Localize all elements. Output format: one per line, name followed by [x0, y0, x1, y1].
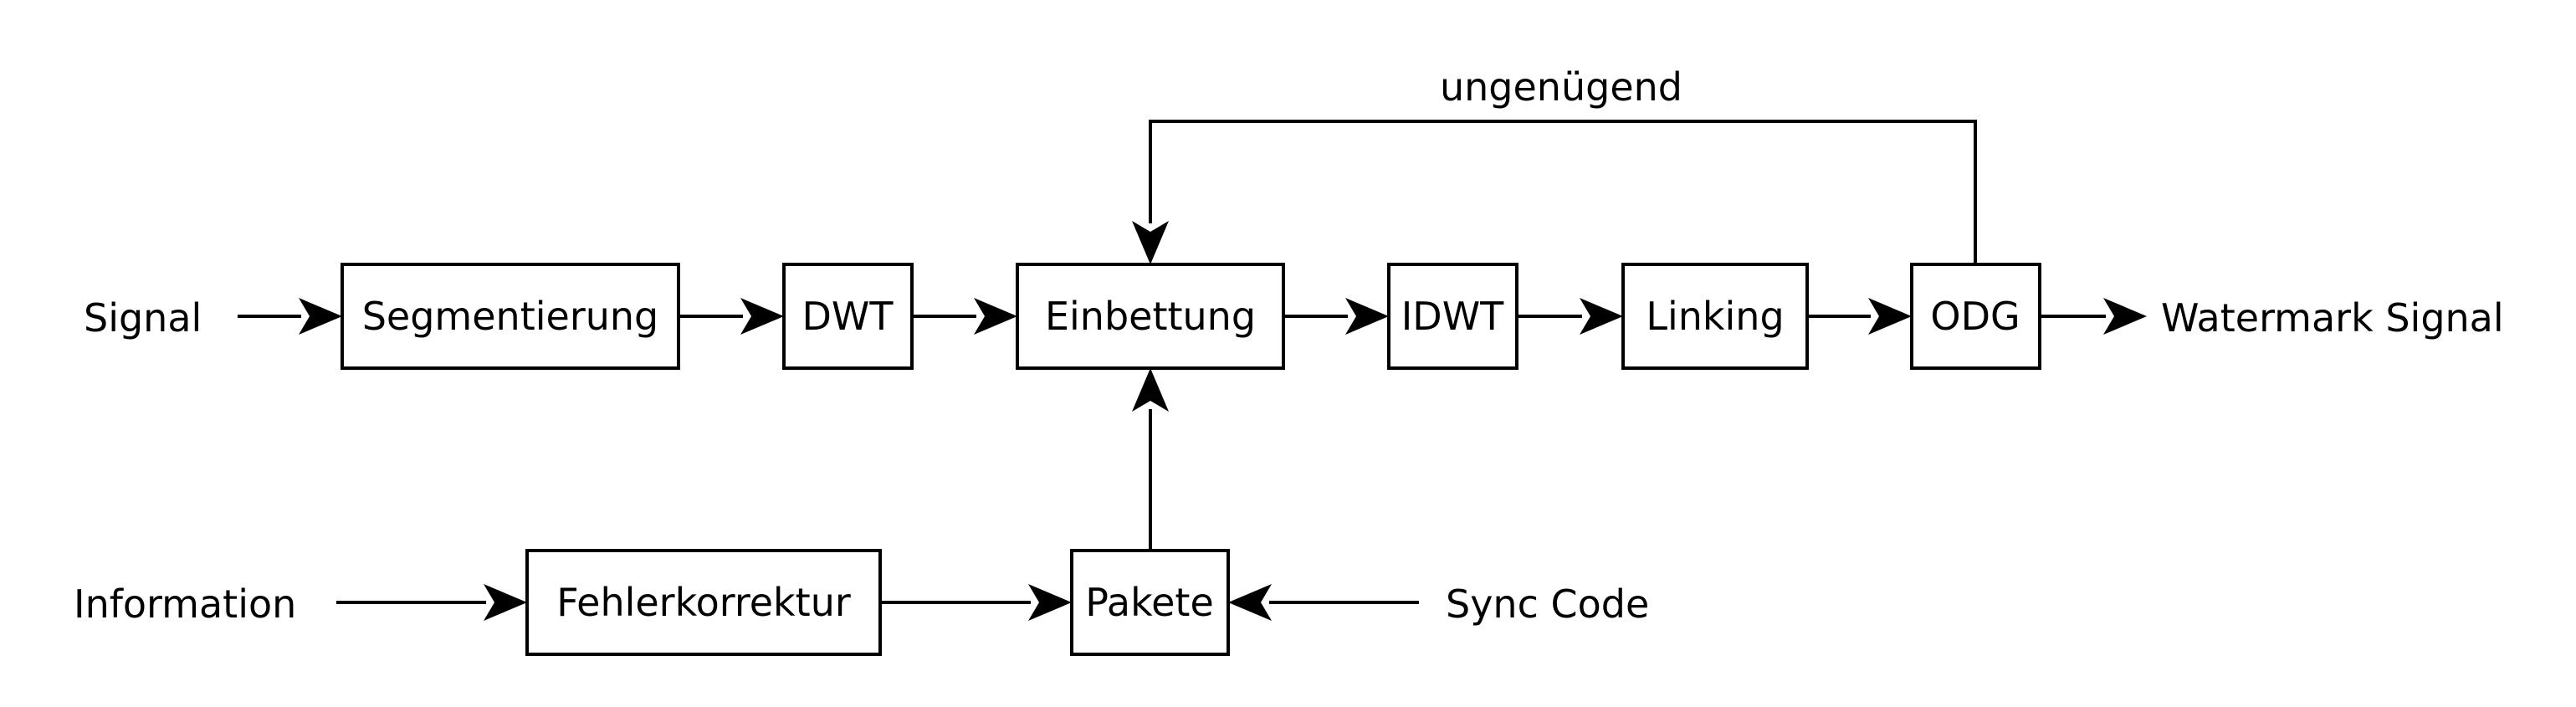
block-segmentierung: Segmentierung	[341, 263, 680, 370]
block-linking-label: Linking	[1646, 294, 1784, 339]
arrow-information-to-fehlerkorrektur	[336, 584, 527, 621]
block-pakete-label: Pakete	[1085, 580, 1214, 625]
block-einbettung: Einbettung	[1016, 263, 1285, 370]
feedback-label: ungenügend	[1440, 64, 1682, 110]
block-idwt-label: IDWT	[1401, 294, 1504, 339]
arrow-segmentierung-to-dwt	[679, 298, 784, 335]
arrow-fehlerkorrektur-to-pakete	[880, 584, 1072, 621]
block-dwt: DWT	[782, 263, 914, 370]
input-information-label: Information	[74, 581, 296, 627]
arrow-einbettung-to-idwt	[1283, 298, 1389, 335]
arrow-pakete-to-einbettung	[1132, 368, 1169, 551]
output-watermark-signal-label: Watermark Signal	[2161, 295, 2504, 341]
arrow-dwt-to-einbettung	[912, 298, 1017, 335]
block-einbettung-label: Einbettung	[1045, 294, 1256, 339]
arrow-feedback-odg-to-einbettung	[1132, 120, 1977, 264]
input-sync-code-label: Sync Code	[1446, 581, 1649, 627]
input-signal-label: Signal	[84, 295, 202, 341]
arrow-sync-code-to-pakete	[1228, 584, 1419, 621]
block-dwt-label: DWT	[801, 294, 894, 339]
block-pakete: Pakete	[1070, 549, 1230, 656]
block-segmentierung-label: Segmentierung	[362, 294, 659, 339]
arrow-linking-to-odg	[1807, 298, 1912, 335]
block-fehlerkorrektur-label: Fehlerkorrektur	[556, 580, 851, 625]
arrow-odg-to-output	[2040, 298, 2147, 335]
block-odg-label: ODG	[1930, 294, 2020, 339]
block-idwt: IDWT	[1387, 263, 1518, 370]
arrow-idwt-to-linking	[1517, 298, 1623, 335]
arrow-signal-to-segmentierung	[238, 298, 342, 335]
block-linking: Linking	[1621, 263, 1809, 370]
block-fehlerkorrektur: Fehlerkorrektur	[525, 549, 882, 656]
block-odg: ODG	[1910, 263, 2041, 370]
